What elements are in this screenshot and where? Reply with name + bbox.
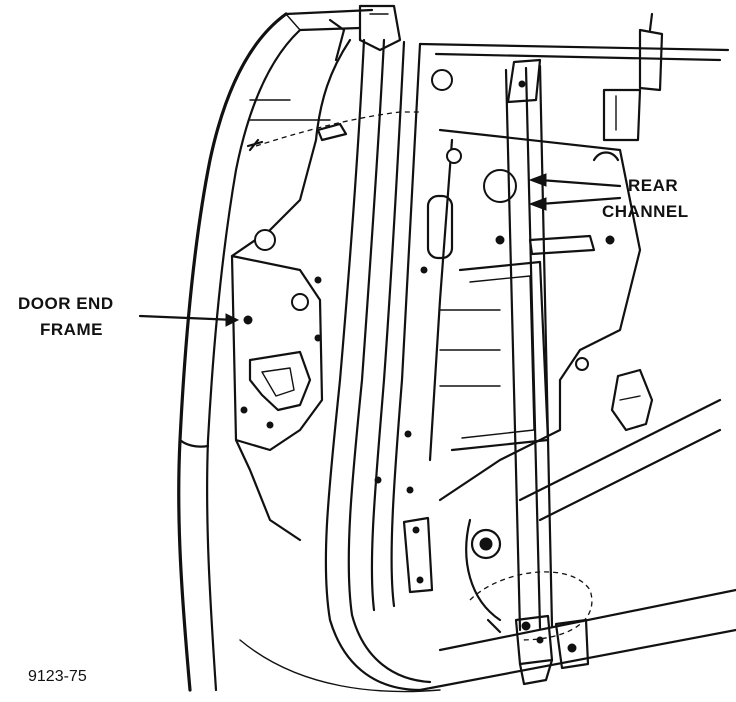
rear-channel-label-line2: CHANNEL [602,202,689,221]
rear-channel-label: REAR [628,176,678,196]
door-end-frame-label-2: FRAME [40,320,103,340]
rear-channel-label-2: CHANNEL [602,202,689,222]
inner-door-panel [374,42,736,692]
front-run-channel [324,4,432,692]
door-end-frame-label-line1: DOOR END [18,294,114,313]
figure-number: 9123-75 [28,668,87,685]
rear-channel-label-line1: REAR [628,176,679,195]
rear-channel [486,58,590,686]
door-end-bracket [230,38,420,542]
upper-rear-bracket [602,12,664,142]
door-end-frame-label-line2: FRAME [40,320,103,339]
callout-leaders [138,173,622,327]
door-end-frame-outline [177,8,441,693]
door-end-frame-label: DOOR END [18,294,114,314]
